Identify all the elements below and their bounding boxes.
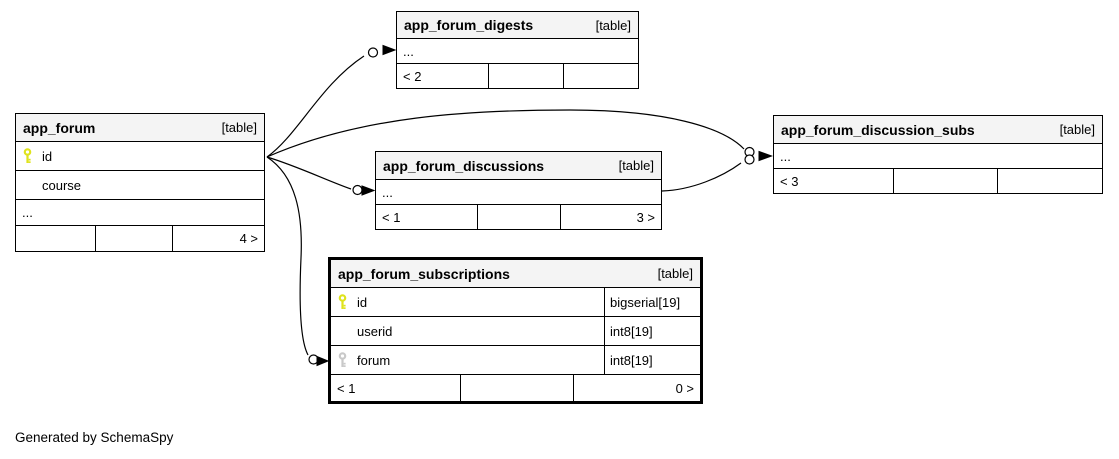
table-app_forum[interactable]: app_forum [table] id course ... 4 > (15, 113, 265, 252)
footer-cell (461, 375, 574, 401)
table-header[interactable]: app_forum_digests [table] (397, 12, 638, 39)
column-name: id (357, 294, 368, 310)
table-name: app_forum_digests (404, 17, 534, 33)
table-app_forum_subscriptions[interactable]: app_forum_subscriptions [table] id bigse… (328, 257, 703, 404)
primary-key-icon (22, 148, 42, 164)
table-type-tag: [table] (618, 158, 654, 173)
columns-ellipsis-row: ... (16, 200, 264, 226)
table-app_forum_discussion_subs[interactable]: app_forum_discussion_subs [table] ... < … (773, 115, 1103, 194)
table-app_forum_digests[interactable]: app_forum_digests [table] ... < 2 (396, 11, 639, 89)
edge-arrowhead (758, 150, 773, 162)
table-header[interactable]: app_forum [table] (16, 114, 264, 142)
footer-cell-children-count: 4 > (239, 231, 258, 246)
footer-cell (564, 64, 638, 88)
column-type: int8[19] (604, 317, 700, 345)
edge-app_forum_discussions-to-app_forum_discussion_subs (661, 162, 742, 192)
columns-ellipsis-row: ... (774, 144, 1102, 169)
column-row-id: id (16, 142, 264, 171)
primary-key-icon (337, 294, 357, 310)
edge-app_forum-to-app_forum_discussions (266, 156, 352, 190)
footer-cell (894, 169, 998, 193)
table-type-tag: [table] (1059, 122, 1095, 137)
column-type: int8[19] (604, 346, 700, 374)
column-row-id: id bigserial[19] (331, 288, 700, 317)
footer-cell-parents-count: < 3 (774, 169, 894, 193)
edge-arrowhead (361, 185, 376, 196)
table-type-tag: [table] (221, 120, 257, 135)
ellipsis-label: ... (382, 184, 393, 200)
edge-app_forum-to-app_forum_discussion_subs (266, 109, 745, 158)
table-type-tag: [table] (595, 17, 631, 33)
footer-cell-parents-count: < 2 (397, 64, 489, 88)
table-header[interactable]: app_forum_discussions [table] (376, 152, 661, 180)
table-name: app_forum_discussions (383, 157, 545, 174)
column-name: userid (357, 323, 393, 339)
footer-cell (489, 64, 564, 88)
column-row-userid: userid int8[19] (331, 317, 700, 346)
column-type: bigserial[19] (604, 288, 700, 316)
column-name: course (42, 177, 82, 193)
table-footer: < 2 (397, 64, 638, 88)
footer-cell (96, 226, 173, 251)
table-header[interactable]: app_forum_discussion_subs [table] (774, 116, 1102, 144)
footer-cell (478, 205, 561, 229)
footer-cell-children-count: 0 > (675, 380, 694, 396)
column-row-forum: forum int8[19] (331, 346, 700, 375)
edge-endpoint-circle (352, 184, 363, 196)
column-row-course: course (16, 171, 264, 200)
table-name: app_forum_discussion_subs (781, 121, 975, 138)
table-name: app_forum (23, 119, 96, 136)
edge-arrowhead (382, 44, 397, 56)
table-app_forum_discussions[interactable]: app_forum_discussions [table] ... < 1 3 … (375, 151, 662, 230)
edge-app_forum-to-app_forum_digests (266, 55, 365, 158)
foreign-key-icon (337, 352, 357, 368)
edge-endpoint-circle (367, 47, 379, 58)
table-type-tag: [table] (657, 266, 693, 281)
column-name: forum (357, 352, 391, 368)
ellipsis-label: ... (780, 148, 791, 164)
ellipsis-label: ... (403, 43, 414, 59)
footer-cell-parents-count: < 1 (376, 205, 478, 229)
table-footer: 4 > (16, 226, 264, 251)
footer-cell (16, 226, 96, 251)
ellipsis-label: ... (22, 205, 33, 220)
generated-by-note: Generated by SchemaSpy (15, 430, 174, 445)
footer-cell-children-count: 3 > (636, 209, 655, 225)
table-name: app_forum_subscriptions (338, 265, 510, 282)
footer-cell (998, 169, 1102, 193)
columns-ellipsis-row: ... (397, 39, 638, 64)
edge-arrowhead (316, 355, 330, 367)
columns-ellipsis-row: ... (376, 180, 661, 205)
table-header[interactable]: app_forum_subscriptions [table] (331, 260, 700, 288)
edge-app_forum-to-app_forum_subscriptions (266, 156, 309, 356)
column-name: id (42, 148, 53, 164)
table-footer: < 1 3 > (376, 205, 661, 229)
table-footer: < 1 0 > (331, 375, 700, 401)
footer-cell-parents-count: < 1 (331, 375, 461, 401)
edge-endpoint-circle (744, 154, 755, 165)
table-footer: < 3 (774, 169, 1102, 193)
